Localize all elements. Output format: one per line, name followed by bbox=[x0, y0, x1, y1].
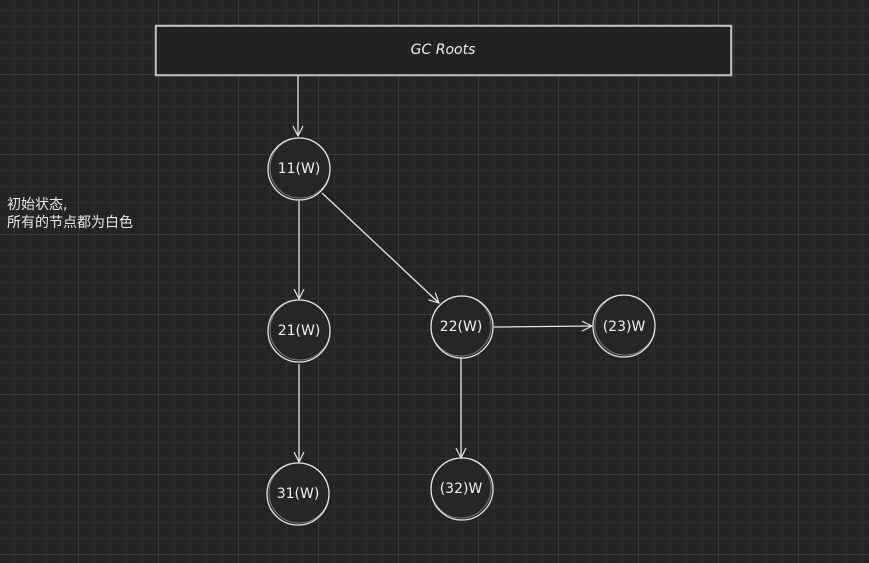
node-22-label: 22(W) bbox=[440, 319, 483, 335]
node-23-label: (23)W bbox=[603, 319, 646, 335]
node-31-label: 31(W) bbox=[277, 486, 320, 502]
gc-roots-box: GC Roots bbox=[154, 24, 733, 77]
node-21: 21(W) bbox=[267, 299, 331, 363]
edge-22-to-23 bbox=[493, 326, 592, 327]
node-23: (23)W bbox=[592, 294, 656, 358]
node-31: 31(W) bbox=[266, 462, 330, 526]
node-11: 11(W) bbox=[267, 137, 331, 201]
state-note-line-1: 初始状态, bbox=[7, 197, 68, 213]
node-32: (32)W bbox=[430, 457, 494, 521]
state-note: 初始状态, 所有的节点都为白色 bbox=[7, 196, 133, 232]
node-11-label: 11(W) bbox=[278, 161, 321, 177]
edge-11-to-22 bbox=[321, 192, 439, 303]
node-32-label: (32)W bbox=[440, 481, 483, 497]
state-note-line-2: 所有的节点都为白色 bbox=[7, 215, 133, 231]
gc-roots-label: GC Roots bbox=[411, 42, 476, 58]
edges bbox=[298, 76, 592, 462]
node-22: 22(W) bbox=[430, 295, 494, 359]
node-21-label: 21(W) bbox=[278, 323, 321, 339]
